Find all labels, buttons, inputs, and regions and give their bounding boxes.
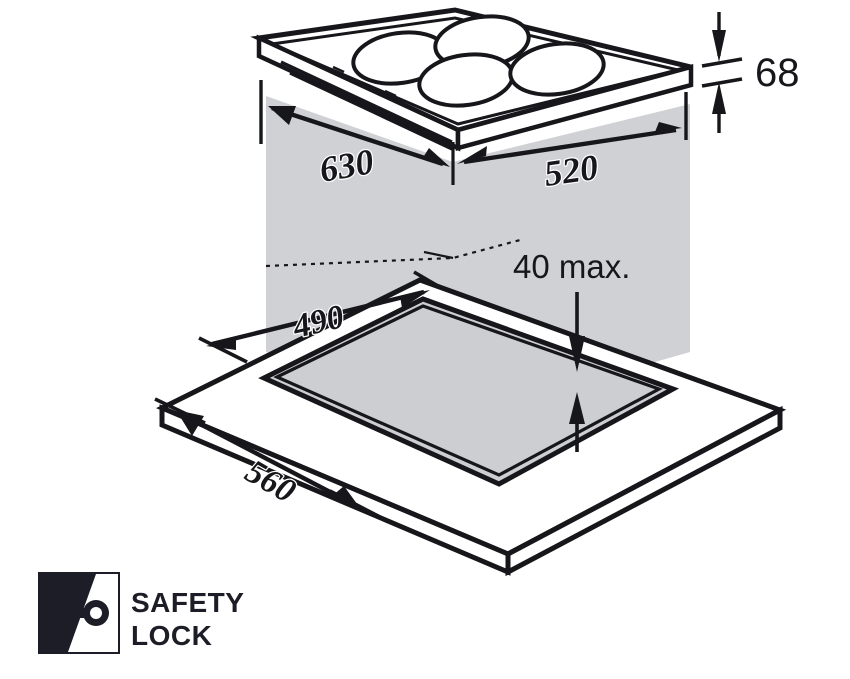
ext-line-490-a — [198, 336, 248, 364]
control-strip — [280, 60, 453, 151]
arrowhead-560-end — [332, 486, 360, 508]
hob-appliance — [250, 7, 694, 152]
arrowhead-40-bottom — [569, 392, 585, 424]
ext-line-68-top — [701, 57, 743, 68]
badge-label-line2: LOCK — [131, 620, 212, 651]
ext-line-68-bottom — [701, 77, 743, 88]
arrowhead-630-left — [268, 106, 296, 125]
arrowhead-490-left — [206, 338, 236, 350]
cooking-zone-front-right — [508, 41, 606, 97]
dimension-label-520: 520 — [542, 147, 601, 194]
cooking-zones — [351, 14, 606, 108]
safety-lock-badge: SAFETY LOCK — [38, 572, 244, 654]
arrowhead-520-right — [655, 122, 682, 132]
dimension-520: 520 — [451, 92, 688, 195]
arrowhead-490-right — [400, 290, 430, 308]
worktop-front-right-face — [505, 405, 783, 577]
arrowhead-68-bottom — [712, 82, 726, 114]
arrowhead-630-right — [422, 148, 450, 167]
dimension-68: 68 — [701, 12, 800, 133]
arrowhead-520-left — [457, 146, 487, 164]
dimension-label-40-max: 40 max. — [513, 248, 630, 285]
dimension-label-68: 68 — [755, 51, 800, 95]
badge-label-line1: SAFETY — [131, 587, 244, 618]
ext-line-490-b — [413, 270, 439, 288]
hidden-edge-dotted — [265, 238, 521, 268]
arrowhead-560-start — [176, 410, 204, 436]
arrowhead-68-top — [712, 30, 726, 62]
worktop-cutout-lip — [273, 304, 663, 477]
hob-front-right-face — [455, 64, 694, 151]
dimension-40-max: 40 max. — [513, 248, 630, 452]
key-icon — [52, 600, 109, 626]
arrowhead-40-top — [569, 336, 585, 372]
